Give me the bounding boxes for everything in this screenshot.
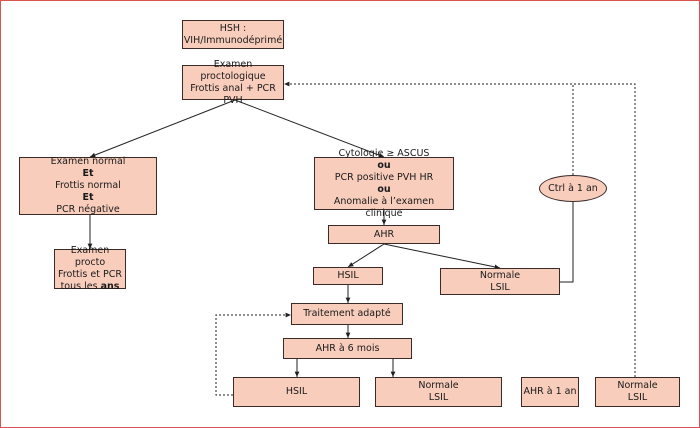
node-yearly-l3b: ans xyxy=(100,281,120,292)
node-traitement-adapte: Traitement adapté xyxy=(291,303,403,325)
node-hsil-1: HSIL xyxy=(313,267,383,285)
node-ascus-l3: PCR positive PVH HR xyxy=(334,171,434,183)
node-ascus-l2: ou xyxy=(377,159,391,171)
node-hsh-line2: VIH/Immunodéprimé xyxy=(183,34,283,46)
node-hsh: HSH : VIH/Immunodéprimé xyxy=(182,20,284,49)
dotted-hsil2-to-traitement xyxy=(215,312,291,396)
node-exam-line2: Frottis anal + PCR PVH xyxy=(190,82,276,106)
node-normale2-line1: Normale xyxy=(418,380,459,391)
node-ctrl-label: Ctrl à 1 an xyxy=(548,182,598,194)
dotted-normale3-to-exam xyxy=(573,83,636,377)
node-ahr-6-mois: AHR à 6 mois xyxy=(283,338,412,359)
node-yearly-l3a: tous les xyxy=(60,281,101,292)
node-hsil2-label: HSIL xyxy=(285,386,308,397)
arrow-exam-to-ascus xyxy=(234,99,385,158)
node-normale-lsil-3: Normale LSIL xyxy=(595,377,680,407)
node-examen-proctologique: Examen proctologique Frottis anal + PCR … xyxy=(182,59,284,106)
node-ctrl-1-an: Ctrl à 1 an xyxy=(539,175,607,202)
node-normale3-line1: Normale xyxy=(617,380,658,391)
node-normale3-line2: LSIL xyxy=(627,392,648,403)
node-ascus-l4: ou xyxy=(377,183,391,195)
node-ahr1an-label: AHR à 1 an xyxy=(523,386,577,397)
node-ahr6-label: AHR à 6 mois xyxy=(315,342,380,354)
node-hsil-2: HSIL xyxy=(233,377,360,407)
node-normale-lsil-2: Normale LSIL xyxy=(375,377,502,407)
node-yearly-l2: Frottis et PCR xyxy=(58,269,122,280)
node-yearly-l1: Examen procto xyxy=(70,245,110,268)
arrow-ahr-to-hsil xyxy=(347,243,385,268)
line-normale-to-ctrl xyxy=(560,202,574,283)
node-normal-l3: Frottis normal xyxy=(55,180,121,191)
node-ascus-l1: Cytologie ≥ ASCUS xyxy=(338,147,430,159)
node-traitement-label: Traitement adapté xyxy=(303,308,391,319)
node-normale1-line2: LSIL xyxy=(490,281,510,293)
node-ahr-1-an: AHR à 1 an xyxy=(521,377,579,407)
arrow-exam-to-normal xyxy=(89,99,236,158)
node-normal-l1: Examen normal xyxy=(50,156,126,167)
node-ahr: AHR xyxy=(328,225,440,244)
node-cytologie-ascus: Cytologie ≥ ASCUS ou PCR positive PVH HR… xyxy=(314,148,454,219)
node-examen-normal: Examen normal Et Frottis normal Et PCR n… xyxy=(19,156,157,215)
node-normal-l4: Et xyxy=(82,192,94,203)
node-normal-l5: PCR négative xyxy=(56,204,120,215)
node-hsil1-label: HSIL xyxy=(337,270,359,281)
node-yearly-l3: tous les ans xyxy=(61,281,120,293)
node-ahr-label: AHR xyxy=(373,228,395,240)
node-normale-lsil-1: Normale LSIL xyxy=(440,268,560,295)
arrow-ahr-to-normale xyxy=(383,243,501,270)
node-hsh-line1: HSH : xyxy=(219,22,247,34)
node-normale2-line2: LSIL xyxy=(428,392,449,403)
node-normal-l2: Et xyxy=(82,168,94,179)
node-exam-line1: Examen proctologique xyxy=(200,58,266,82)
node-examen-procto-annuel: Examen procto Frottis et PCR tous les an… xyxy=(54,245,126,292)
node-ascus-l5: Anomalie à l’examen clinique xyxy=(333,195,435,219)
node-normale1-line1: Normale xyxy=(479,269,521,281)
